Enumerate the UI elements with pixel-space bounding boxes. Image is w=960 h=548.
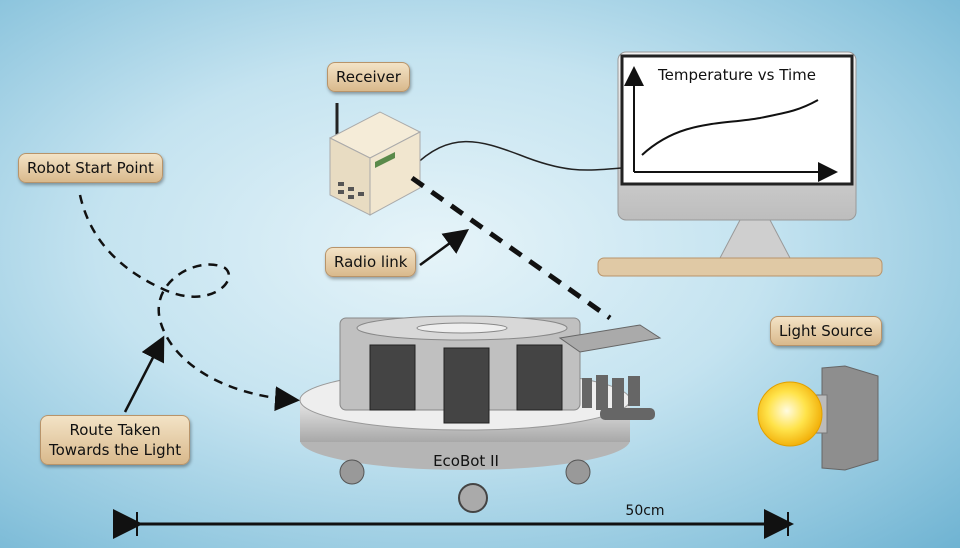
robot-route xyxy=(78,194,300,412)
light-bulb xyxy=(757,365,879,471)
robot-start-point-label: Robot Start Point xyxy=(18,153,163,183)
receiver-label: Receiver xyxy=(327,62,410,92)
temperature-curve xyxy=(641,99,819,156)
radio-link-arrow xyxy=(419,229,470,267)
ecobot-robot xyxy=(299,315,662,513)
robot-name: EcoBot II xyxy=(433,452,499,470)
route-taken-line2: Towards the Light xyxy=(49,441,182,459)
radio-link-label: Radio link xyxy=(325,247,417,277)
chart-title: Temperature vs Time xyxy=(657,66,816,84)
route-taken-line1: Route Taken xyxy=(69,421,161,439)
distance-label: 50cm xyxy=(625,503,664,519)
light-source-label: Light Source xyxy=(770,316,882,346)
route-arrow xyxy=(123,335,165,413)
radio-link-signal xyxy=(410,175,612,321)
route-taken-label: Route Taken Towards the Light xyxy=(40,415,191,465)
receiver-device xyxy=(328,103,422,216)
computer-monitor: Temperature vs Time xyxy=(597,51,883,277)
cable xyxy=(411,140,623,171)
